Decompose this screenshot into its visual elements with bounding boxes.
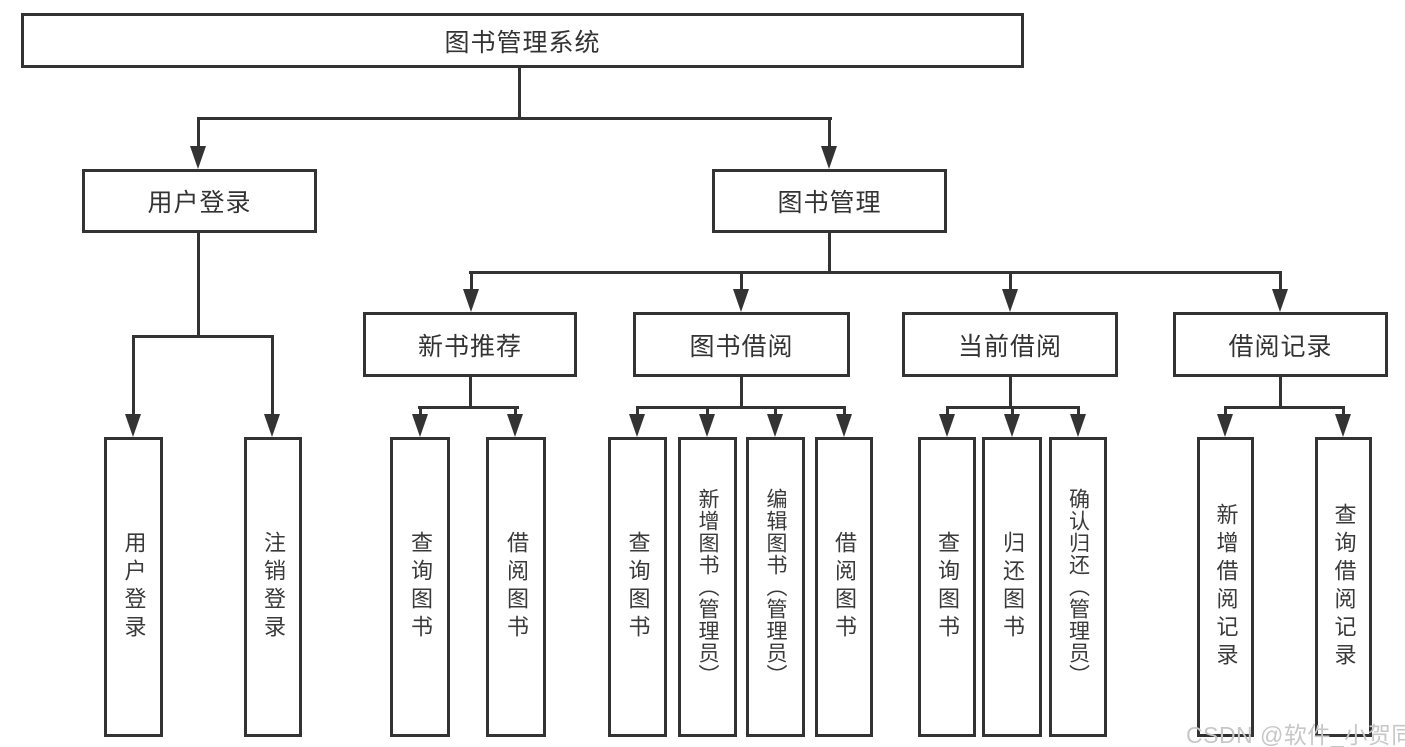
connector-line <box>636 406 845 409</box>
node-label: 图书借阅 <box>689 332 794 361</box>
arrow-down-icon <box>1217 414 1233 437</box>
arrow-down-icon <box>1070 414 1086 437</box>
connector-line <box>469 271 1282 274</box>
connector-line <box>271 335 274 415</box>
node-user-login: 用户登录 <box>82 169 317 233</box>
node-label: 借阅图书 <box>504 531 529 643</box>
connector-line <box>132 335 135 415</box>
leaf-borrow-books: 借阅图书 <box>815 437 873 737</box>
node-label: 用户登录 <box>121 531 147 643</box>
connector-line <box>1009 271 1012 292</box>
node-label: 用户登录 <box>147 189 252 217</box>
connector-line <box>1279 375 1282 408</box>
node-book-borrowing: 图书借阅 <box>633 312 850 377</box>
arrow-down-icon <box>733 289 749 312</box>
leaf-query-borrow-record: 查询借阅记录 <box>1315 437 1372 737</box>
leaf-borrow-books-recommend: 借阅图书 <box>486 437 546 737</box>
connector-line <box>1279 271 1282 292</box>
connector-line <box>1342 406 1345 417</box>
connector-line <box>132 335 274 338</box>
arrow-down-icon <box>190 146 206 169</box>
connector-line <box>1011 406 1014 417</box>
arrow-down-icon <box>507 414 523 437</box>
arrow-down-icon <box>125 414 141 437</box>
node-label: 借阅图书 <box>832 531 857 643</box>
node-label: 图书管理系统 <box>444 28 601 57</box>
connector-line <box>1224 406 1227 417</box>
arrow-down-icon <box>1335 414 1351 437</box>
connector-line <box>1077 406 1080 417</box>
leaf-logout: 注销登录 <box>244 437 302 737</box>
arrow-down-icon <box>1002 289 1018 312</box>
arrow-down-icon <box>1272 289 1288 312</box>
connector-line <box>740 271 743 292</box>
node-label: 注销登录 <box>261 531 286 643</box>
leaf-add-borrow-record: 新增借阅记录 <box>1197 437 1254 737</box>
connector-line <box>706 406 709 417</box>
arrow-down-icon <box>412 414 428 437</box>
connector-line <box>828 117 831 149</box>
leaf-confirm-return-admin: 确认归还（管理员） <box>1049 437 1107 737</box>
arrow-down-icon <box>836 414 852 437</box>
connector-line <box>470 271 473 292</box>
connector-line <box>1224 406 1345 409</box>
connector-line <box>740 375 743 408</box>
node-label: 图书管理 <box>777 189 882 217</box>
connector-line <box>197 233 200 337</box>
connector-line <box>197 117 200 149</box>
arrow-down-icon <box>821 146 837 169</box>
node-current-borrowing: 当前借阅 <box>902 312 1118 377</box>
node-label: 当前借阅 <box>957 332 1062 361</box>
connector-line <box>774 406 777 417</box>
arrow-down-icon <box>463 289 479 312</box>
connector-line <box>419 406 422 417</box>
node-borrow-records: 借阅记录 <box>1173 312 1388 377</box>
node-label: 确认归还（管理员） <box>1066 488 1090 686</box>
arrow-down-icon <box>629 414 645 437</box>
node-label: 归还图书 <box>1000 531 1025 643</box>
node-label: 查询图书 <box>935 531 960 643</box>
connector-line <box>518 66 521 119</box>
leaf-query-books-borrowing: 查询图书 <box>608 437 667 737</box>
node-root-library-system: 图书管理系统 <box>21 13 1024 68</box>
arrow-down-icon <box>1004 414 1020 437</box>
leaf-add-books-admin: 新增图书（管理员） <box>678 437 737 737</box>
connector-line <box>418 406 519 409</box>
connector-line <box>828 233 831 273</box>
arrow-down-icon <box>699 414 715 437</box>
node-new-book-recommend: 新书推荐 <box>363 312 577 377</box>
connector-line <box>469 375 472 408</box>
node-label: 借阅记录 <box>1228 332 1333 361</box>
leaf-edit-books-admin: 编辑图书（管理员） <box>746 437 805 737</box>
node-label: 新增借阅记录 <box>1213 503 1239 671</box>
node-label: 查询图书 <box>408 531 433 643</box>
node-label: 新书推荐 <box>417 332 522 361</box>
leaf-query-books-recommend: 查询图书 <box>390 437 450 737</box>
connector-line <box>514 406 517 417</box>
node-label: 查询图书 <box>625 531 651 643</box>
connector-line <box>197 117 832 120</box>
node-label: 编辑图书（管理员） <box>764 488 787 686</box>
connector-line <box>843 406 846 417</box>
connector-line <box>1009 375 1012 408</box>
csdn-watermark: CSDN @软件_小贺同学 <box>1186 722 1405 747</box>
connector-line <box>636 406 639 417</box>
leaf-user-login: 用户登录 <box>104 437 163 737</box>
leaf-query-books-current: 查询图书 <box>918 437 976 737</box>
arrow-down-icon <box>767 414 783 437</box>
leaf-return-books: 归还图书 <box>982 437 1042 737</box>
node-label: 查询借阅记录 <box>1331 503 1357 671</box>
arrow-down-icon <box>264 414 280 437</box>
node-book-management: 图书管理 <box>712 169 947 233</box>
node-label: 新增图书（管理员） <box>696 488 719 686</box>
connector-line <box>946 406 949 417</box>
arrow-down-icon <box>939 414 955 437</box>
